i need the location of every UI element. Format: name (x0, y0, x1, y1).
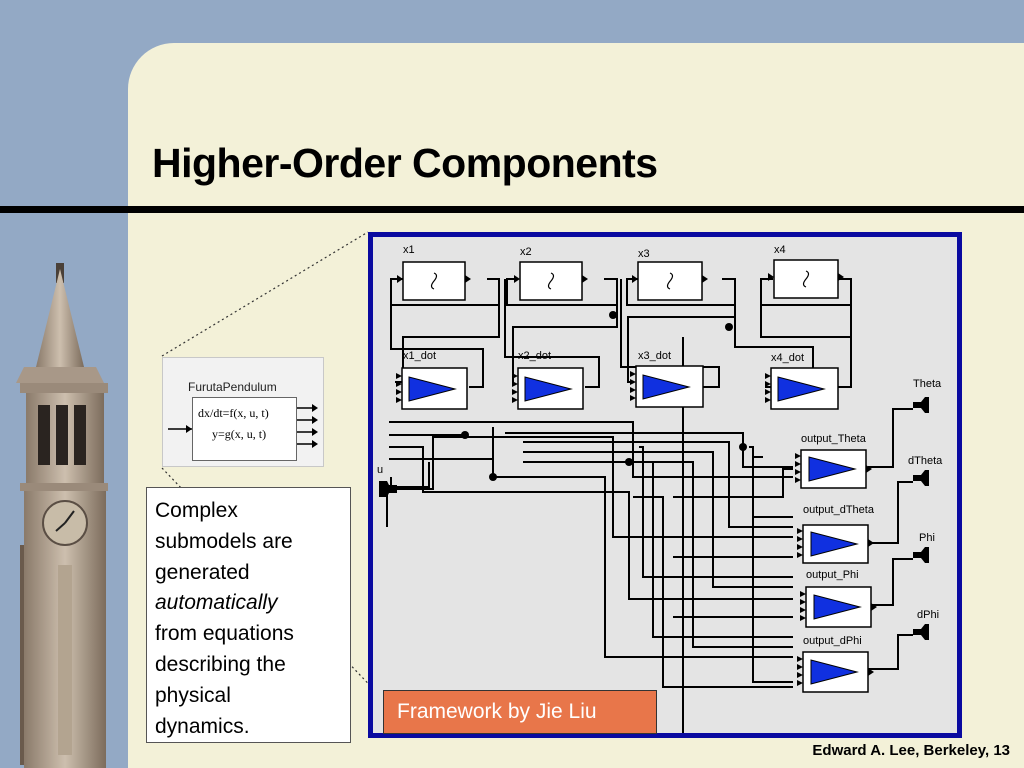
derivative-label-x1-dot: x1_dot (403, 350, 436, 362)
slide-footer: Edward A. Lee, Berkeley, 13 (812, 742, 1010, 759)
port-dphi[interactable] (913, 624, 929, 640)
framework-credit: Framework by Jie Liu (383, 690, 657, 734)
caption-box: Complex submodels are generated automati… (146, 487, 351, 743)
integrator-blocks (397, 259, 844, 301)
integrator-label-x4: x4 (774, 244, 786, 256)
port-phi[interactable] (913, 547, 929, 563)
caption-emphasis: automatically (155, 591, 278, 615)
port-u[interactable] (379, 481, 397, 497)
derivative-label-x3-dot: x3_dot (638, 350, 671, 362)
block-diagram: x1 x2 x3 x4 x1_dot x2_dot x3_dot x4_dot (377, 244, 943, 733)
caption-line: generated (155, 560, 250, 584)
port-label-u: u (377, 464, 383, 476)
output-equation: y=g(x, u, t) (212, 427, 267, 441)
port-label-dphi: dPhi (917, 609, 939, 621)
port-label-phi: Phi (919, 532, 935, 544)
derivative-label-x2-dot: x2_dot (518, 350, 551, 362)
caption-line: dynamics. (155, 714, 250, 738)
port-theta[interactable] (913, 397, 929, 413)
submodel-ports (168, 404, 318, 448)
submodel-equation-block[interactable] (192, 397, 297, 461)
state-equation: dx/dt=f(x, u, t) (198, 406, 269, 420)
caption-line: from equations (155, 622, 294, 646)
slide-title: Higher-Order Components (152, 140, 658, 186)
derivative-label-x4-dot: x4_dot (771, 352, 804, 364)
caption-line: physical (155, 683, 231, 707)
title-divider (0, 206, 1024, 213)
submodel-name: FurutaPendulum (188, 380, 277, 394)
integrator-label-x3: x3 (638, 248, 650, 260)
integrator-label-x1: x1 (403, 244, 415, 256)
output-label-phi: output_Phi (806, 569, 859, 581)
caption-line: submodels are (155, 529, 293, 553)
caption-line: describing the (155, 652, 286, 676)
port-label-dtheta: dTheta (908, 455, 943, 467)
campanile-tower-image (16, 263, 108, 768)
output-label-dphi: output_dPhi (803, 635, 862, 647)
integrator-label-x2: x2 (520, 246, 532, 258)
output-label-dtheta: output_dTheta (803, 504, 875, 516)
port-label-theta: Theta (913, 378, 942, 390)
port-dtheta[interactable] (913, 470, 929, 486)
caption-line: Complex (155, 499, 238, 522)
output-label-theta: output_Theta (801, 433, 867, 445)
